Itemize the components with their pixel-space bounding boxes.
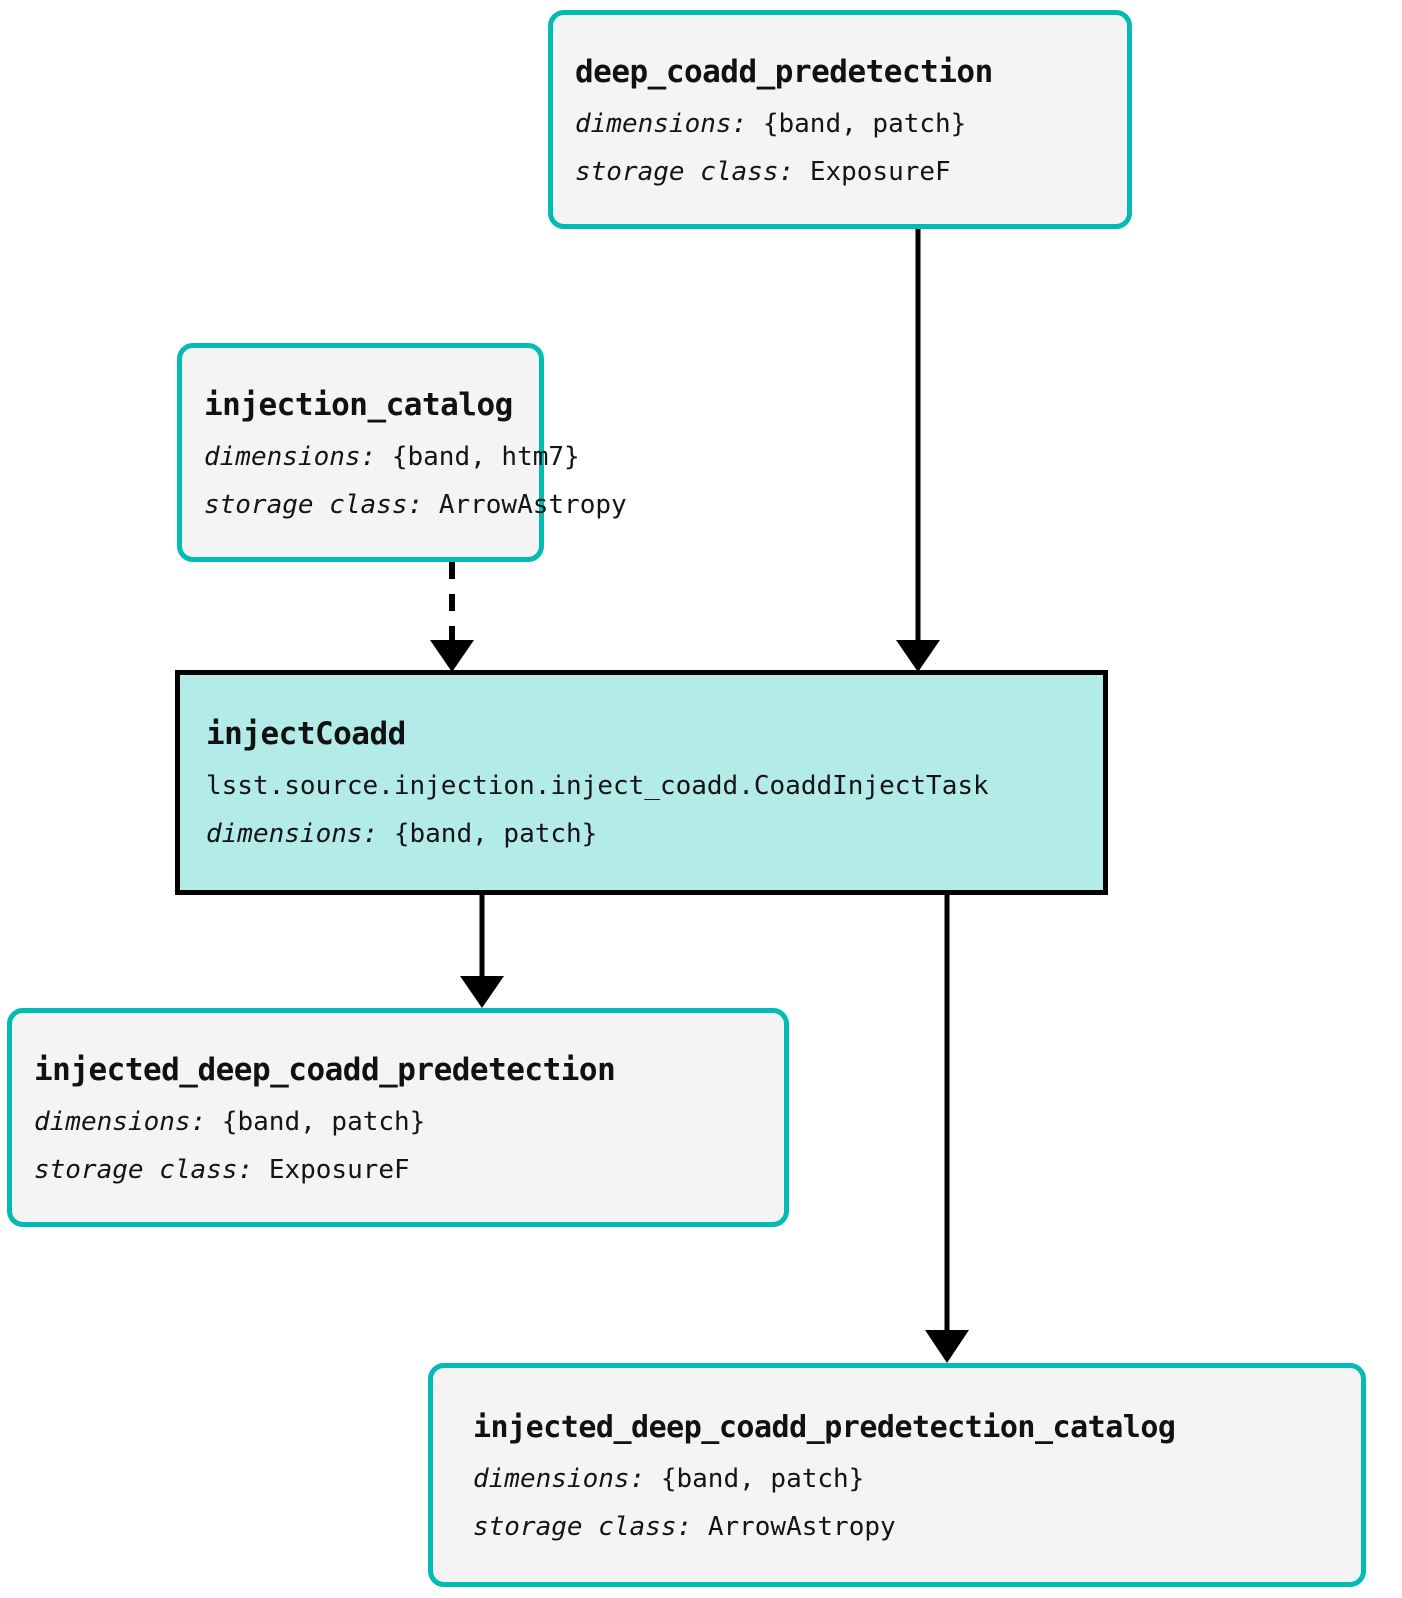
node-title: injection_catalog (204, 387, 513, 424)
node-title: injected_deep_coadd_predetection (34, 1052, 616, 1089)
node-dimensions-row: dimensions: {band, patch} (575, 108, 1105, 142)
storage-class-value: ArrowAstropy (438, 489, 627, 520)
dimensions-value: {band, patch} (221, 1107, 426, 1138)
dataset-node-injected-deep-coadd-predetection-catalog[interactable]: injected_deep_coadd_predetection_catalog… (428, 1363, 1366, 1587)
node-dimensions-row: dimensions: {band, htm7} (204, 441, 580, 475)
dataset-node-deep-coadd-predetection[interactable]: deep_coadd_predetection dimensions: {ban… (548, 10, 1132, 229)
dataset-node-injection-catalog[interactable]: injection_catalog dimensions: {band, htm… (177, 343, 627, 562)
storage-class-label: storage class: (473, 1511, 693, 1542)
node-storage-class-row: storage class: ExposureF (575, 156, 1105, 190)
node-storage-class-row: storage class: ArrowAstropy (473, 1511, 1339, 1545)
node-dimensions-row: dimensions: {band, patch} (34, 1106, 762, 1140)
storage-class-value: ExposureF (268, 1154, 410, 1185)
storage-class-value: ArrowAstropy (707, 1511, 896, 1542)
storage-class-label: storage class: (34, 1154, 254, 1185)
storage-class-value: ExposureF (809, 156, 951, 187)
dimensions-label: dimensions: (204, 442, 377, 473)
edge-deep-to-task (896, 229, 940, 672)
dimensions-value: {band, htm7} (391, 442, 580, 473)
node-title: injectCoadd (206, 716, 406, 753)
task-node-inject-coadd[interactable]: injectCoadd lsst.source.injection.inject… (175, 670, 1108, 895)
edge-task-to-injected (460, 895, 504, 1008)
dimensions-label: dimensions: (206, 818, 379, 849)
dataset-node-injected-deep-coadd-predetection[interactable]: injected_deep_coadd_predetection dimensi… (7, 1008, 789, 1227)
edge-catalog-to-task (430, 562, 474, 672)
dimensions-value: {band, patch} (660, 1463, 865, 1494)
edge-task-to-injected-catalog (925, 895, 969, 1363)
node-dimensions-row: dimensions: {band, patch} (206, 818, 1081, 852)
dimensions-label: dimensions: (575, 109, 748, 140)
node-storage-class-row: storage class: ArrowAstropy (204, 489, 627, 523)
dimensions-value: {band, patch} (393, 818, 598, 849)
storage-class-label: storage class: (204, 489, 424, 520)
node-title: deep_coadd_predetection (575, 54, 993, 91)
dimensions-value: {band, patch} (762, 109, 967, 140)
node-class-path: lsst.source.injection.inject_coadd.Coadd… (206, 771, 989, 802)
dimensions-label: dimensions: (34, 1107, 207, 1138)
node-dimensions-row: dimensions: {band, patch} (473, 1463, 1339, 1497)
dimensions-label: dimensions: (473, 1463, 646, 1494)
node-storage-class-row: storage class: ExposureF (34, 1154, 762, 1188)
storage-class-label: storage class: (575, 156, 795, 187)
node-title: injected_deep_coadd_predetection_catalog (473, 1410, 1176, 1446)
